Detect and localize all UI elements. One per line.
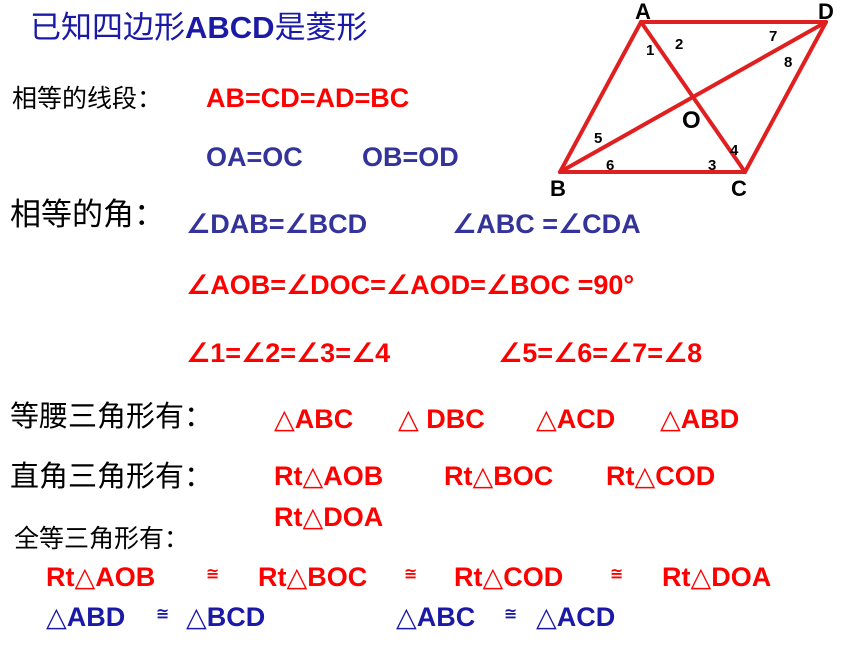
- congruent-r1-sym1: ≅: [206, 566, 220, 583]
- equal-segments-line1: AB=CD=AD=BC: [206, 83, 410, 113]
- title-name: ABCD: [185, 10, 275, 45]
- side-dc: [743, 20, 828, 174]
- equal-segments-label: 相等的线段：: [12, 84, 163, 113]
- vertex-label-a: A: [635, 0, 651, 24]
- equal-angles-line2: ∠AOB=∠DOC=∠AOD=∠BOC =90°: [186, 270, 635, 300]
- congruent-r1-sym3: ≅: [610, 566, 624, 583]
- isosceles-item-abd: △ABD: [660, 404, 740, 434]
- congruent-r1-aob: Rt△AOB: [46, 562, 156, 592]
- congruent-r1-cod: Rt△COD: [454, 562, 564, 592]
- equal-angles-label: 相等的角：: [10, 197, 165, 233]
- congruent-r2-sym2: ≅: [504, 606, 518, 623]
- congruent-r2-bcd: △BCD: [186, 602, 266, 632]
- angle-number-1: 1: [646, 42, 654, 59]
- right-triangle-boc: Rt△BOC: [444, 461, 554, 491]
- right-triangle-aob: Rt△AOB: [274, 461, 384, 491]
- vertex-label-d: D: [818, 0, 834, 24]
- angle-number-4: 4: [730, 142, 739, 159]
- equal-segments-line2a: OA=OC: [206, 142, 303, 172]
- congruent-label: 全等三角形有：: [14, 524, 190, 553]
- angle-number-6: 6: [606, 157, 614, 174]
- title-prefix: 已知四边形: [30, 10, 185, 46]
- rhombus-diagram: A D B C O 1 2 3 4 5 6 7 8: [550, 0, 834, 201]
- congruent-r2-abc: △ABC: [396, 602, 476, 632]
- equal-angles-line1b: ∠ABC =∠CDA: [452, 209, 641, 239]
- vertex-label-c: C: [731, 176, 747, 201]
- right-triangle-cod: Rt△COD: [606, 461, 716, 491]
- page-title: 已知四边形ABCD是菱形: [30, 12, 368, 44]
- angle-number-5: 5: [594, 130, 602, 147]
- title-suffix: 是菱形: [274, 10, 368, 46]
- vertex-label-b: B: [550, 176, 566, 201]
- equal-segments-line2b: OB=OD: [362, 142, 459, 172]
- right-triangle-doa: Rt△DOA: [274, 502, 384, 532]
- equal-angles-line3a: ∠1=∠2=∠3=∠4: [186, 338, 391, 368]
- congruent-r1-doa: Rt△DOA: [662, 562, 772, 592]
- angle-number-7: 7: [769, 28, 777, 45]
- isosceles-label: 等腰三角形有：: [10, 399, 214, 433]
- right-triangles-label: 直角三角形有：: [10, 459, 214, 493]
- angle-number-3: 3: [708, 157, 716, 174]
- congruent-r1-boc: Rt△BOC: [258, 562, 368, 592]
- side-ab: [558, 20, 643, 174]
- angle-number-8: 8: [784, 54, 792, 71]
- equal-angles-line1a: ∠DAB=∠BCD: [186, 209, 368, 239]
- angle-number-2: 2: [675, 36, 683, 53]
- equal-angles-line3b: ∠5=∠6=∠7=∠8: [498, 338, 703, 368]
- center-label-o: O: [682, 107, 701, 134]
- diagonal-bd: [558, 20, 828, 174]
- congruent-r2-acd: △ACD: [536, 602, 616, 632]
- congruent-r2-sym1: ≅: [156, 606, 170, 623]
- isosceles-item-dbc: △ DBC: [398, 404, 485, 434]
- congruent-r2-abd: △ABD: [46, 602, 126, 632]
- congruent-r1-sym2: ≅: [404, 566, 418, 583]
- isosceles-item-acd: △ACD: [536, 404, 616, 434]
- isosceles-item-abc: △ABC: [274, 404, 354, 434]
